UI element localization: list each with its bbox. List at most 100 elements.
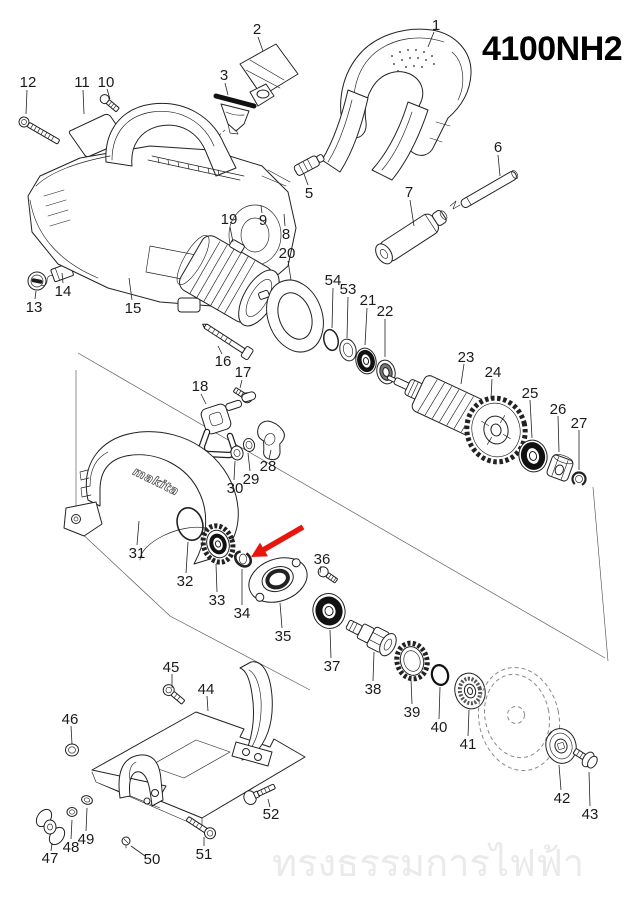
leader-line-19	[229, 226, 234, 243]
leader-line-15	[128, 277, 133, 301]
part-54-o-ring	[322, 328, 340, 352]
part-label-32: 32	[177, 573, 194, 590]
part-label-13: 13	[26, 299, 43, 316]
part-50-screw	[121, 836, 131, 849]
part-label-11: 11	[74, 74, 90, 91]
part-48-nut	[66, 807, 78, 817]
part-41-inner-flange	[454, 672, 486, 710]
leader-line-14	[61, 272, 64, 284]
leader-line-52	[267, 798, 271, 808]
leader-line-12	[25, 89, 28, 115]
part-label-49: 49	[78, 831, 95, 848]
part-label-50: 50	[144, 851, 161, 868]
handle-post-halves	[321, 89, 429, 181]
leader-line-26	[557, 415, 560, 453]
part-label-7: 7	[405, 184, 413, 201]
leader-line-18	[200, 393, 207, 405]
part-label-6: 6	[494, 139, 502, 156]
part-33-bearing-box	[200, 523, 236, 565]
part-32-o-ring	[176, 507, 204, 541]
part-53-flat-washer	[339, 338, 357, 362]
part-46-nut	[65, 743, 79, 757]
leader-line-13	[34, 290, 37, 300]
part-36-screw	[317, 566, 338, 584]
part-label-48: 48	[63, 839, 80, 856]
part-label-27: 27	[571, 415, 588, 432]
part-label-1: 1	[432, 17, 440, 34]
leader-line-17	[239, 379, 243, 389]
part-label-14: 14	[55, 283, 72, 300]
part-13-brush-cap	[27, 271, 47, 291]
part-30-washer	[230, 445, 244, 461]
part-44-base-assembly	[91, 661, 306, 829]
leader-line-35	[279, 602, 283, 629]
leader-line-48	[70, 819, 73, 840]
leader-line-41	[467, 709, 470, 737]
part-47-wing-bolt	[35, 808, 66, 846]
part-label-19: 19	[221, 211, 238, 228]
leader-line-20	[287, 260, 292, 281]
part-label-29: 29	[243, 471, 260, 488]
part-label-37: 37	[324, 658, 341, 675]
part-21-ball-bearing	[355, 347, 377, 375]
part-label-18: 18	[192, 378, 209, 395]
leader-line-16	[217, 345, 223, 355]
part-49-washer	[81, 795, 93, 805]
model-title: 4100NH2	[482, 30, 622, 68]
leader-line-32	[185, 541, 189, 574]
part-40-o-ring	[430, 664, 450, 686]
part-label-15: 15	[125, 300, 142, 317]
part-label-44: 44	[198, 681, 215, 698]
leader-line-28	[268, 449, 272, 460]
leader-line-6	[497, 154, 501, 177]
part-label-26: 26	[550, 401, 567, 418]
leader-line-29	[247, 452, 251, 472]
part-label-40: 40	[431, 719, 448, 736]
part-3-dust-cap	[213, 93, 257, 135]
leader-line-9	[260, 205, 263, 214]
part-label-42: 42	[554, 790, 571, 807]
leader-line-38	[372, 651, 375, 682]
part-19-field-stator	[176, 235, 280, 327]
leader-line-33	[215, 563, 218, 593]
part-label-36: 36	[314, 551, 331, 568]
leader-line-25	[529, 399, 533, 439]
leader-line-11	[82, 89, 85, 115]
leader-line-46	[70, 725, 73, 745]
leader-line-2	[257, 36, 264, 52]
leader-line-42	[558, 764, 562, 791]
leader-line-53	[346, 296, 349, 339]
part-37-ball-bearing	[312, 593, 346, 629]
leader-line-40	[438, 686, 441, 720]
part-43-hex-bolt	[572, 748, 598, 769]
part-label-52: 52	[263, 806, 280, 823]
leader-line-31	[136, 520, 140, 546]
part-label-21: 21	[360, 292, 377, 309]
part-5-connector	[293, 154, 325, 176]
part-16-long-bolt	[202, 323, 254, 361]
leader-line-30	[233, 460, 236, 481]
part-label-53: 53	[340, 281, 357, 298]
part-label-28: 28	[260, 458, 277, 475]
part-label-33: 33	[209, 592, 226, 609]
leader-line-47	[50, 842, 53, 852]
part-label-9: 9	[259, 212, 267, 229]
part-label-45: 45	[163, 659, 180, 676]
leader-line-54	[331, 287, 334, 329]
part-label-5: 5	[305, 185, 313, 202]
part-1-handle-cover	[340, 28, 472, 156]
part-label-16: 16	[215, 353, 232, 370]
part-label-41: 41	[460, 736, 477, 753]
part-39-ring-gear	[394, 640, 430, 682]
leader-line-1	[427, 31, 435, 48]
part-label-25: 25	[522, 385, 539, 402]
leader-line-7	[409, 199, 415, 227]
part-label-24: 24	[485, 364, 502, 381]
leader-line-43	[588, 771, 591, 807]
part-38-spindle	[345, 619, 397, 657]
blade-outline	[477, 666, 561, 772]
leader-line-3	[224, 82, 229, 96]
part-45-bolt	[162, 684, 185, 705]
part-label-2: 2	[253, 21, 261, 38]
